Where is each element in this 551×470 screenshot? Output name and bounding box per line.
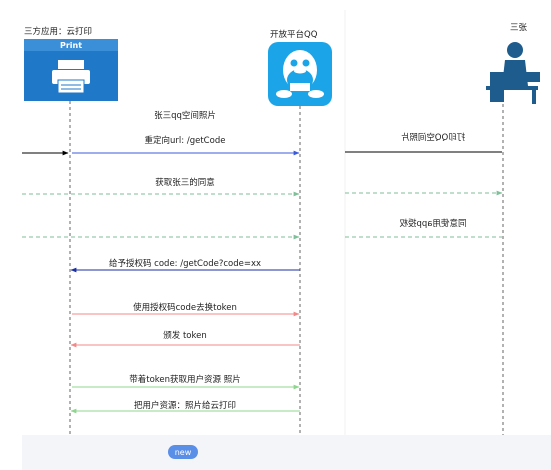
new-badge-label: new [175, 448, 192, 457]
user-at-desk-icon [486, 42, 540, 104]
platform-label: 开放平台QQ [270, 29, 318, 40]
message-label: 重定向url: /getCode [145, 135, 226, 146]
user-label: 三张 [510, 23, 528, 33]
printer-icon: Print [24, 39, 118, 101]
mirrored-message-label: 打印QQ空间照片 [401, 132, 465, 143]
message-label: 带着token获取用户资源 照片 [129, 374, 240, 385]
new-badge[interactable] [168, 445, 198, 459]
message-label: 给予授权码 code: /getCode?code=xx [109, 258, 261, 269]
message-label: 把用户资源：照片给云打印 [134, 400, 236, 411]
message-label: 获取张三的同意 [155, 177, 215, 188]
client-label: 三方应用：云打印 [24, 26, 92, 37]
message-label: 颁发 token [163, 330, 206, 341]
print-caption: Print [60, 41, 82, 50]
mirrored-message-label: 同意使用app授权 [399, 218, 467, 229]
message-label: 张三qq空间照片 [154, 110, 216, 121]
bottom-strip [22, 435, 551, 470]
qq-penguin-icon [268, 42, 332, 106]
message-label: 使用授权码code去换token [133, 302, 237, 313]
